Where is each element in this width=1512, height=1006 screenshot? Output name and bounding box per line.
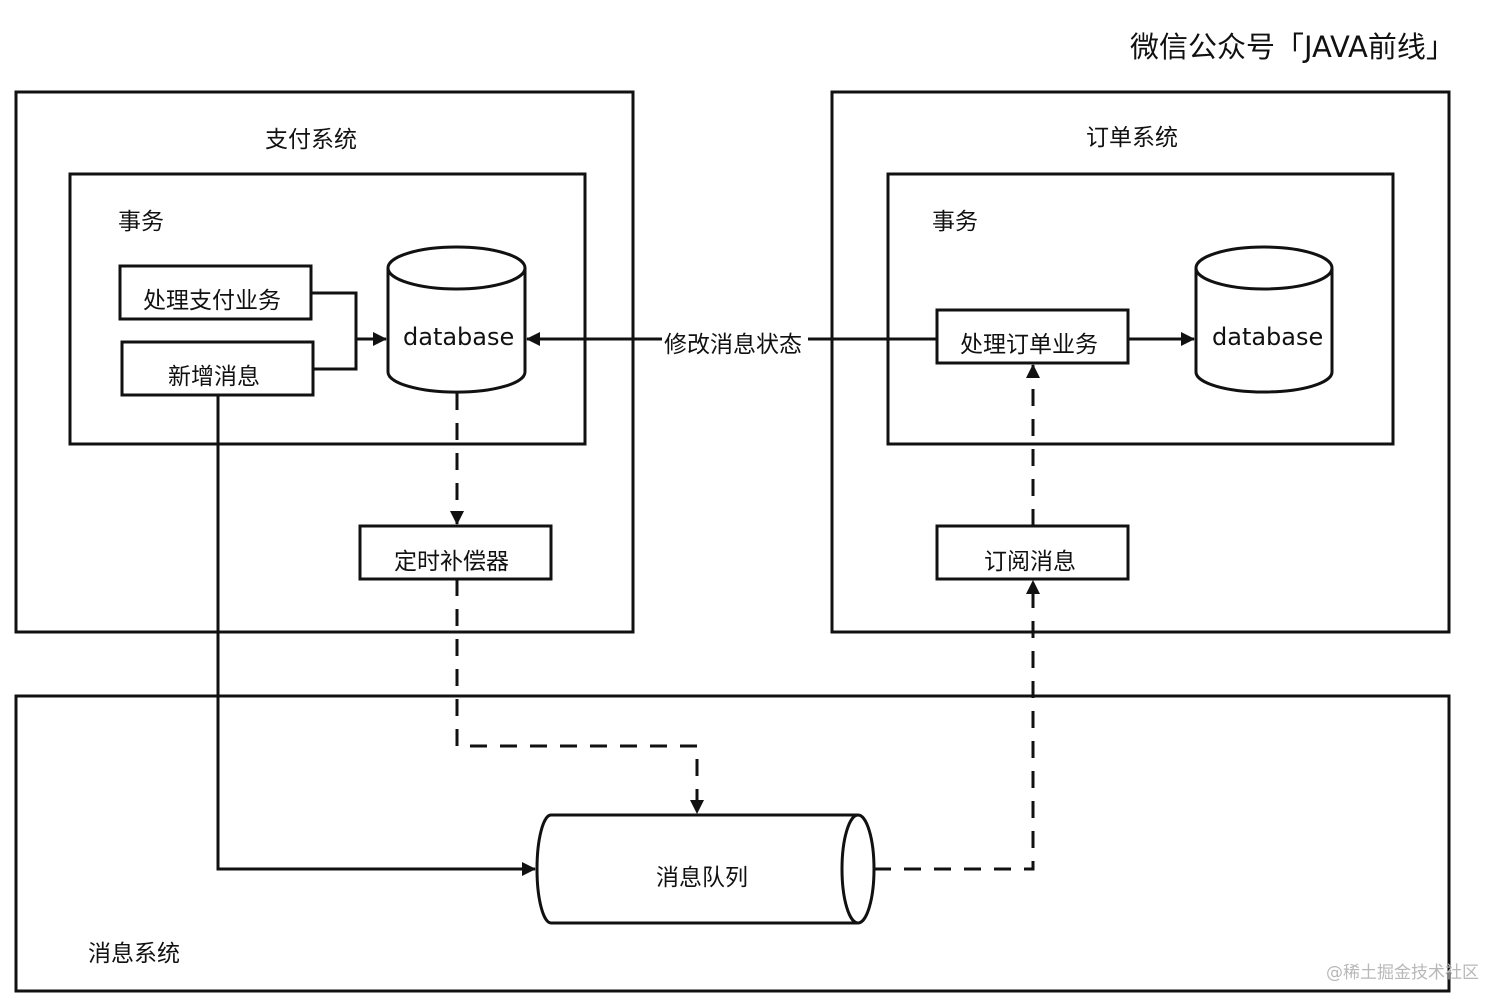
compensator-label: 定时补偿器	[394, 549, 509, 575]
order-transaction-title: 事务	[932, 209, 978, 235]
payment-system-container	[14, 90, 635, 634]
payment-transaction-title: 事务	[118, 209, 164, 235]
order-system-title: 订单系统	[1086, 125, 1178, 151]
message-queue-label: 消息队列	[656, 865, 748, 891]
message-system-title: 消息系统	[88, 941, 180, 967]
process-order-box[interactable]	[935, 308, 1130, 365]
payment-transaction-container	[68, 172, 587, 446]
message-system-container	[14, 694, 1451, 993]
payment-database-cylinder[interactable]	[386, 245, 527, 394]
add-message-label: 新增消息	[168, 364, 260, 390]
brand-title: 微信公众号「JAVA前线」	[1130, 30, 1455, 64]
process-payment-label: 处理支付业务	[143, 288, 281, 314]
order-transaction-container	[886, 172, 1395, 446]
edge-process-payment-to-merge	[311, 291, 358, 371]
edge-add-message-to-queue	[216, 395, 536, 876]
edge-compensator-to-queue	[455, 579, 704, 814]
payment-system-title: 支付系统	[265, 127, 357, 153]
order-database-label: database	[1212, 323, 1324, 351]
watermark: @稀土掘金技术社区	[1326, 963, 1479, 983]
edge-queue-to-subscribe	[874, 580, 1040, 871]
order-system-container	[830, 90, 1451, 634]
process-order-label: 处理订单业务	[960, 332, 1098, 358]
payment-database-label: database	[403, 323, 515, 351]
subscribe-message-label: 订阅消息	[984, 549, 1076, 575]
update-status-label: 修改消息状态	[664, 325, 802, 359]
order-database-cylinder[interactable]	[1194, 245, 1334, 394]
